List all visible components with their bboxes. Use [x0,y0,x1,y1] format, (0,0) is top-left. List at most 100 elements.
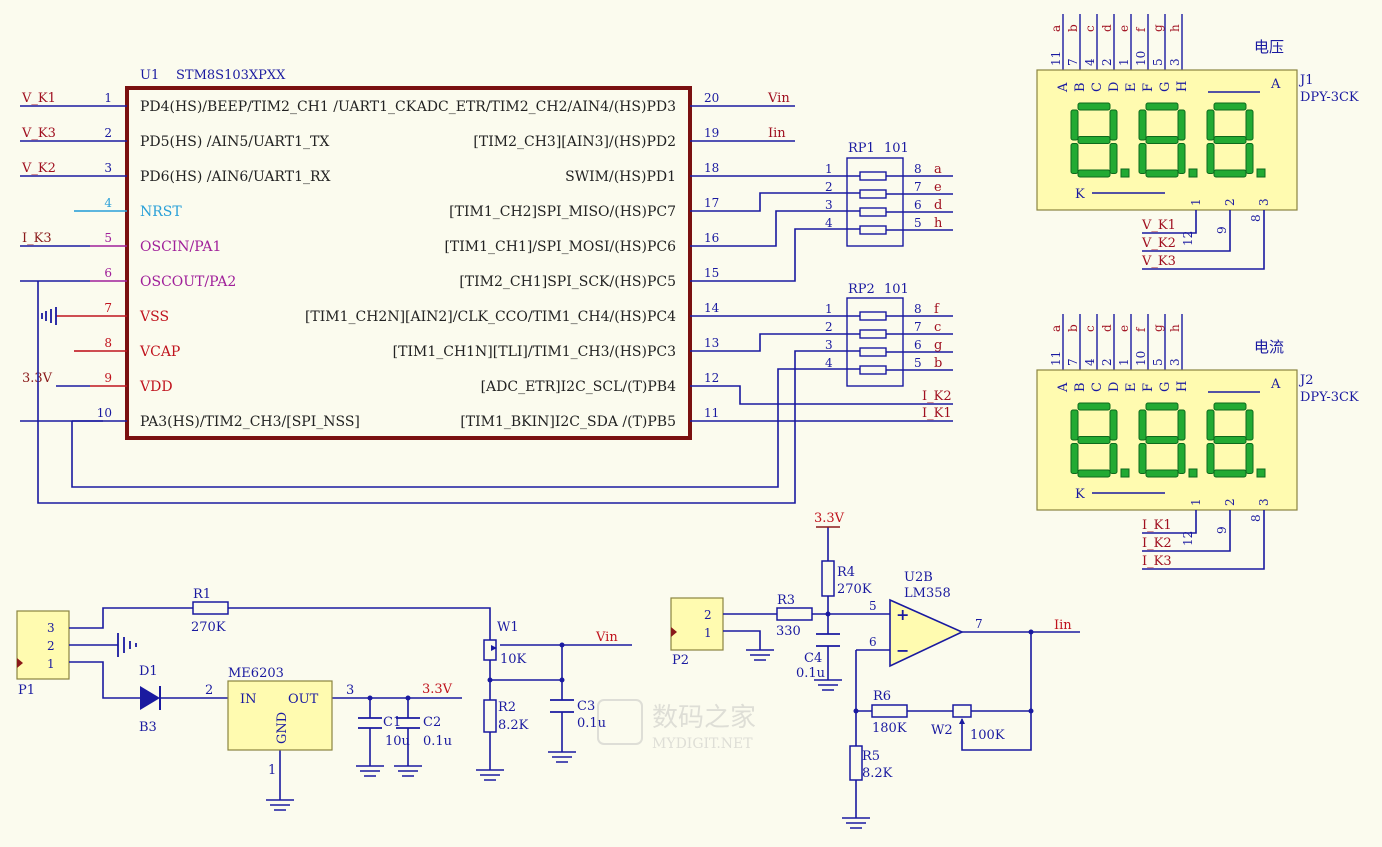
amp-section: 2 1 P2 R3 330 R4 270K 3.3V C4 0.1u [670,511,1080,829]
segment [1213,169,1247,178]
display-inner-letter: B [1073,382,1088,392]
u2-pin-out: 7 [975,617,983,631]
rp-resistor [859,365,887,375]
segment [1145,136,1179,144]
segment [1213,102,1247,111]
u1-pin-number: 10 [97,406,112,420]
rp-left-pin: 2 [825,180,833,194]
display-caption: 电流 [1254,338,1284,356]
watermark-en: MYDIGIT.NET [652,736,753,752]
segment [1206,409,1215,441]
display-pin-number: 2 [1100,58,1114,66]
rp-right-pin: 5 [914,216,922,230]
display-segment-name: b [1066,324,1080,332]
display-inner-letter: H [1175,81,1190,92]
rp-right-pin: 7 [914,320,922,334]
segment [1177,143,1186,174]
u1-pin-name: [ADC_ETR]I2C_SCL/(T)PB4 [481,379,677,395]
r6-resistor [871,704,908,718]
display-inner-letter: H [1175,381,1190,392]
display-digit-number: 1 [1189,498,1203,506]
u1-pin-name: VCAP [139,344,180,360]
display-segment-name: d [1100,324,1114,332]
rp-segment-label: a [934,162,942,177]
u1-pin-number: 18 [704,161,719,175]
r3-resistor [776,607,813,621]
u1-pin-name: [TIM1_CH1]/SPI_MOSI/(HS)PC6 [444,239,676,255]
r6-ref: R6 [873,689,891,704]
reg-gnd-label: GND [275,712,290,744]
r6-value: 180K [872,721,907,736]
wire-pc3-rp2-2 [727,333,860,352]
c2-capacitor-icon [396,717,420,729]
u1-part: STM8S103XPXX [176,68,286,83]
rp-resistor [859,329,887,339]
segment [1245,143,1254,174]
d1-value: B3 [139,720,157,735]
out-net-3v3: 3.3V [422,682,453,697]
c3-ref: C3 [577,699,595,714]
vss-ground-icon [41,307,57,325]
rp-right-pin: 8 [914,302,922,316]
display-digit-net: V_K2 [1141,236,1176,251]
amp-out-net: Iin [1054,618,1072,633]
u1-net-label: V_K1 [21,91,56,106]
d1-diode-icon [140,686,161,710]
display-anode: A [1270,77,1281,92]
c1-value: 10u [385,734,410,749]
u1-pin-number: 11 [704,406,719,420]
decimal-point [1256,168,1266,178]
rp-left-pin: 1 [825,162,833,176]
display-digit-wire [1142,210,1231,252]
r4-value: 270K [837,582,872,597]
display-inner-letter: B [1073,82,1088,92]
r1-resistor [192,601,229,615]
segment [1145,469,1179,478]
r5-value: 8.2K [862,766,893,781]
segment [1245,109,1254,141]
decimal-point [1120,468,1130,478]
display-pin-number: 4 [1083,58,1097,66]
segment [1177,109,1186,141]
display-digit-net: V_K1 [1141,218,1176,233]
display-segment-name: a [1049,325,1063,332]
display-segment-name: c [1083,325,1097,332]
display-pin-number: 3 [1168,358,1182,366]
segment [1206,443,1215,474]
u1-pin-right: 14[TIM1_CH2N][AIN2]/CLK_CCO/TIM1_CH4/(HS… [305,301,727,325]
display-pin-number: 12 [1181,231,1195,246]
rp1-ref: RP1 [848,141,875,156]
w1-value: 10K [500,652,527,667]
reg-part: ME6203 [228,666,284,681]
display-cathode: K [1075,487,1085,502]
u1-pin-name: OSCOUT/PA2 [140,274,236,290]
u1-pin-number: 2 [104,126,112,140]
display-caption: 电压 [1254,38,1284,56]
segment [1245,443,1254,474]
rp2-ref: RP2 [848,282,875,297]
display-digit-net: I_K2 [1142,536,1172,551]
display-inner-letter: D [1107,382,1122,392]
u1-pin-name: SWIM/(HS)PD1 [565,169,676,185]
segment [1070,409,1079,441]
u1-pin-right: 13[TIM1_CH1N][TLI]/TIM1_CH3/(HS)PC3 [393,336,727,360]
w2-potentiometer [952,704,972,718]
u1-pin-right: 15[TIM2_CH1]SPI_SCK/(HS)PC5 [459,266,727,290]
u1-pin-number: 9 [104,371,112,385]
segment [1145,402,1179,411]
u2b-opamp-icon [889,598,964,668]
segment [1077,436,1111,444]
rp-left-pin: 2 [825,320,833,334]
rp-left-pin: 3 [825,198,833,212]
p2-pin-2: 2 [704,608,712,622]
reg-pin-in: 2 [205,683,213,698]
display-segment-name: h [1168,24,1182,32]
rp2-value: 101 [884,282,909,297]
